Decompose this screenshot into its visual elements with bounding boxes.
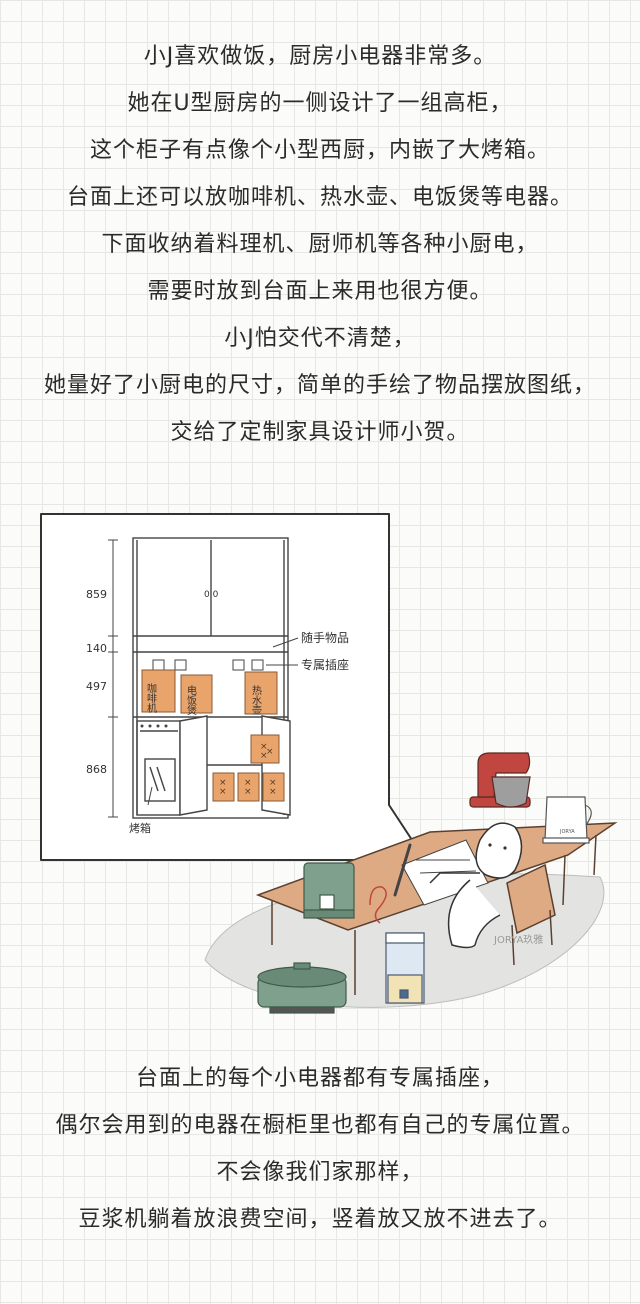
intro-line: 她在U型厨房的一侧设计了一组高柜， [127,91,513,116]
oven-label: 烤箱 [129,821,151,835]
closing-line: 豆浆机躺着放浪费空间，竖着放又放不进去了。 [78,1207,562,1232]
electric-pot-icon [257,962,347,1014]
intro-line: 下面收纳着料理机、厨师机等各种小厨电， [101,232,539,257]
closing-text: 台面上的每个小电器都有专属插座， 偶尔会用到的电器在橱柜里也都有自己的专属位置。… [0,1066,640,1254]
svg-text:×: × [260,742,268,752]
intro-line: 小J怕交代不清楚， [224,326,416,351]
stand-mixer-icon [469,752,531,808]
svg-text:×: × [269,778,277,788]
personal-items-label: 随手物品 [301,630,349,645]
closing-line: 偶尔会用到的电器在橱柜里也都有自己的专属位置。 [55,1113,585,1138]
soy-milk-maker-icon [385,932,425,1004]
intro-line: 需要时放到台面上来用也很方便。 [147,279,493,304]
kettle-icon [542,796,592,844]
intro-line: 这个柜子有点像个小型西厨，内嵌了大烤箱。 [89,138,550,163]
kettle-box-label: 热水壶 [250,684,262,715]
power-cable [369,886,387,924]
rice-box-label: 电饭煲 [185,684,197,716]
character-icon [429,822,523,949]
socket-label: 专属插座 [301,657,349,672]
intro-line: 她量好了小厨电的尺寸，简单的手绘了物品摆放图纸， [43,373,596,398]
svg-text:×: × [260,751,268,761]
appliance-boxes [141,669,285,802]
coffee-box-label: 咖啡机 [145,683,157,714]
svg-text:×: × [219,778,227,788]
svg-text:×: × [219,787,227,797]
intro-text: 小J喜欢做饭，厨房小电器非常多。 她在U型厨房的一侧设计了一组高柜， 这个柜子有… [0,44,640,467]
closing-line: 不会像我们家那样， [216,1160,424,1185]
box-cross-marks: ××× ×× ×× ×× [219,742,277,797]
dimension-868: 868 [86,763,107,776]
svg-text:×: × [269,787,277,797]
cabinet-sketch [132,537,291,819]
intro-line: 小J喜欢做饭，厨房小电器非常多。 [143,44,497,69]
annotation-arrows [147,637,299,806]
intro-line: 台面上还可以放咖啡机、热水壶、电饭煲等电器。 [66,185,573,210]
dimension-497: 497 [86,680,107,693]
svg-text:×: × [266,747,274,757]
closing-line: 台面上的每个小电器都有专属插座， [135,1066,504,1091]
svg-text:×: × [244,778,252,788]
svg-text:×: × [244,787,252,797]
door-handle-icons: 0 0 [204,590,219,600]
knob-icons [140,724,168,728]
kettle-brand: JORYA [559,829,575,835]
dimension-859: 859 [86,588,107,601]
dimension-line [108,539,118,818]
ruler-icon [393,843,412,897]
watermark: JORYA玖雅 [493,933,543,946]
intro-line: 交给了定制家具设计师小贺。 [170,420,470,445]
coffee-machine-icon [303,862,355,919]
dimension-140: 140 [86,642,107,655]
kitchen-illustration: 859 140 497 868 0 0 [40,513,618,1014]
chair [506,863,556,966]
character-eyes [488,843,507,850]
